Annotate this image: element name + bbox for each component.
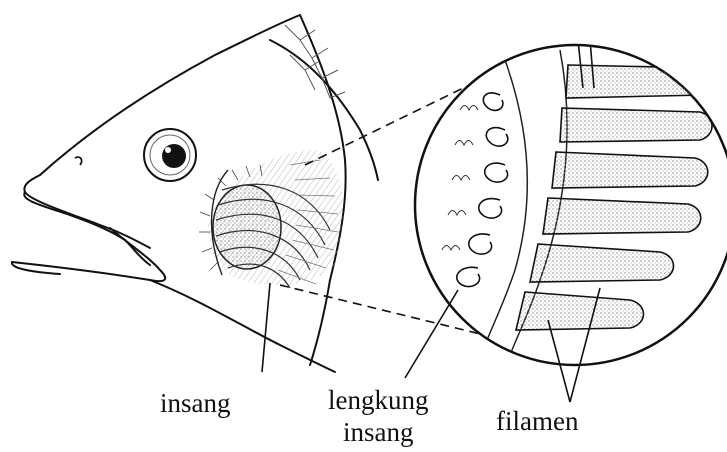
lengkung-pointer [405, 290, 458, 378]
label-insang: insang [160, 390, 231, 417]
eye [144, 129, 196, 181]
label-lengkung-line1: lengkung [328, 384, 429, 416]
label-lengkung-insang: lengkung insang [328, 384, 429, 449]
scales [285, 25, 345, 98]
label-filamen: filamen [496, 408, 578, 435]
nostril [75, 157, 82, 165]
gill-region [199, 150, 343, 288]
label-lengkung-line2: insang [328, 416, 429, 448]
magnified-view [415, 40, 727, 365]
insang-pointer [262, 283, 270, 372]
